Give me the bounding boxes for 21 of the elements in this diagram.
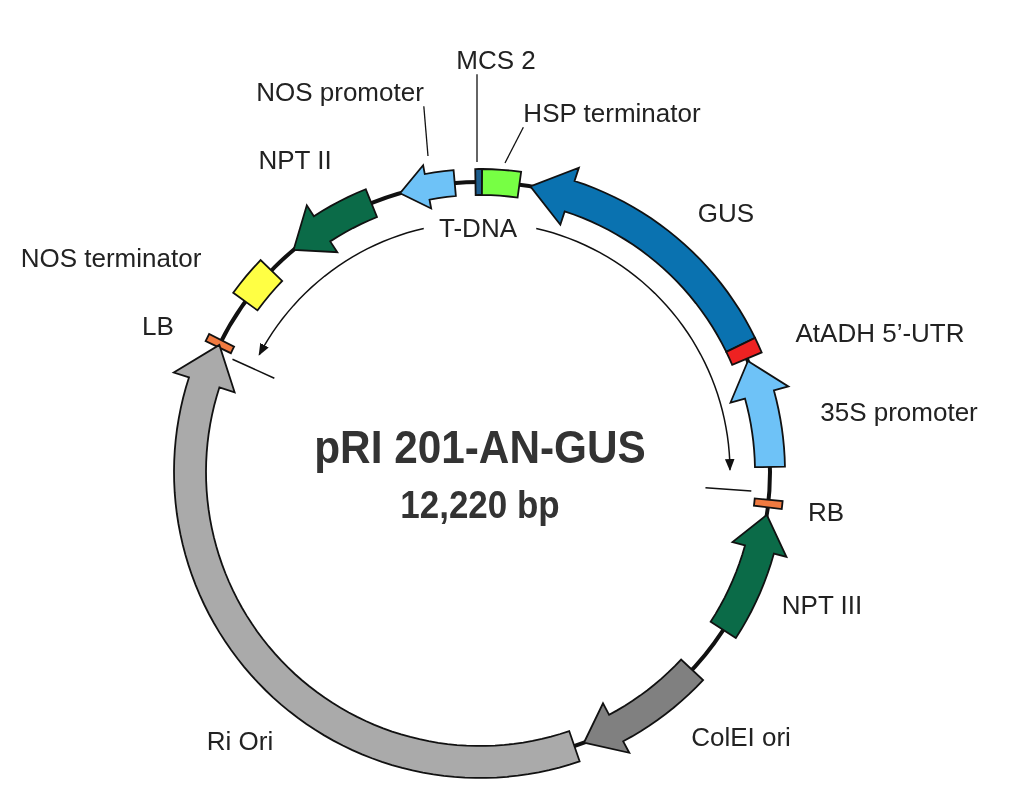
terminator-box [481,168,523,199]
feature-label: Ri Ori [206,726,274,756]
feature-label: RB [807,497,845,527]
feature-label: LB [142,311,174,341]
feature-label: NOS terminator [20,243,202,273]
feature-label: 35S promoter [820,397,978,427]
feature-label: NPT II [258,145,332,175]
feature-label: HSP terminator [523,98,701,128]
feature-label: GUS [697,198,755,228]
feature-label: AtADH 5’-UTR [795,318,965,348]
plasmid-name: pRI 201-AN-GUS [313,420,647,474]
plasmid-size: 12,220 bp [399,484,561,527]
feature-label: NOS promoter [256,77,424,107]
feature-label: MCS 2 [456,45,536,75]
feature-label: NPT III [781,590,863,620]
promoter-arrow [398,163,457,211]
feature-label: ColEI ori [691,722,791,752]
leader-line [504,126,524,164]
leader-line [423,105,429,157]
region-label: T-DNA [439,213,517,243]
leader-line [476,73,478,163]
